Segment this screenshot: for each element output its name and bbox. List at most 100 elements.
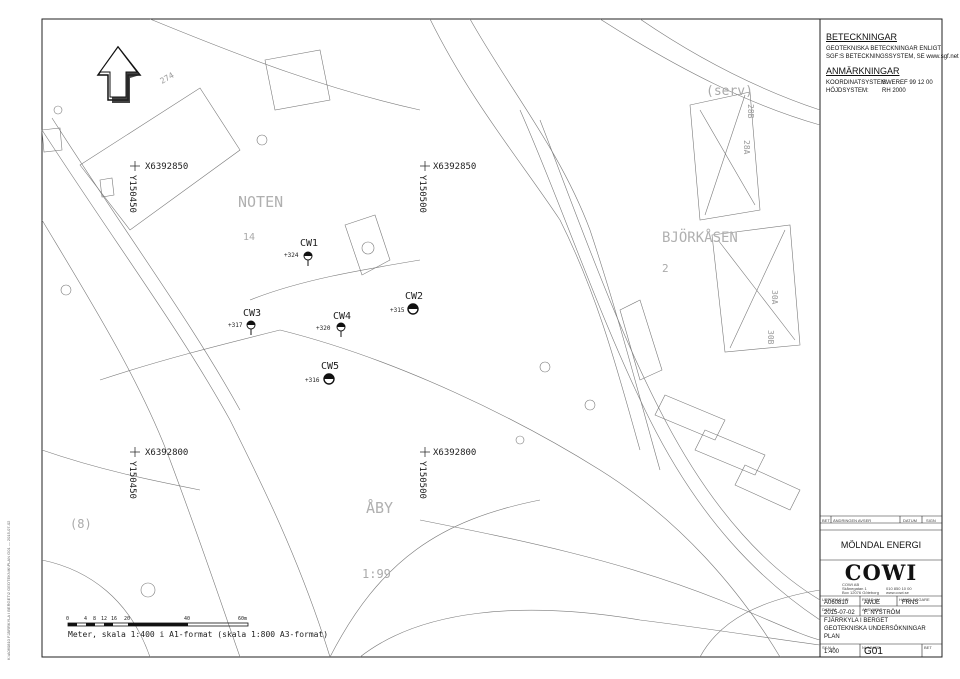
label-30a: 30A xyxy=(770,290,779,305)
building-28b[interactable] xyxy=(689,91,761,221)
company-contact: 010 850 10 00 xyxy=(886,586,912,591)
north-arrow-icon xyxy=(96,45,142,103)
roof-line xyxy=(699,109,756,206)
tree-symbol xyxy=(140,582,156,598)
datum-value: 2015-07-02 xyxy=(824,610,855,616)
legend-hojd-label: HÖJDSYSTEM: xyxy=(826,88,869,94)
building[interactable] xyxy=(344,214,391,276)
borehole-id: CW2 xyxy=(405,291,423,302)
ansvarig-value: F. NYSTRÖM xyxy=(864,610,901,616)
handl-value: FRNS xyxy=(902,600,919,606)
scale-bar: 0 4 8 12 16 20 40 60m Meter, skala 1:400… xyxy=(66,616,328,639)
borehole-id: CW5 xyxy=(321,361,339,372)
tree-symbol xyxy=(361,241,375,255)
borehole-cw2[interactable]: CW2 +315 xyxy=(390,291,423,315)
skala-value: 1:400 xyxy=(824,649,840,655)
borehole-level: +320 xyxy=(316,325,331,332)
legend-hojd-value: RH 2000 xyxy=(882,88,906,94)
grid-y-label: Y150450 xyxy=(127,175,137,213)
building[interactable] xyxy=(41,127,63,153)
grid-cross-4: X6392800 Y150500 xyxy=(417,447,476,499)
road-line xyxy=(639,18,821,111)
label-noten: NOTEN xyxy=(238,193,283,211)
cowi-logo: COWI xyxy=(844,560,918,585)
borehole-cw4[interactable]: CW4 +320 xyxy=(316,311,351,337)
road-line xyxy=(41,219,241,658)
property-line xyxy=(41,449,201,491)
label-2: 2 xyxy=(662,262,669,275)
tree-symbol xyxy=(53,105,63,115)
legend-beteckningar-line: SGF:S BETECKNINGSSYSTEM, SE www.sgf.net xyxy=(826,54,959,60)
grid-cross-1: X6392850 Y150450 xyxy=(127,161,188,213)
borehole-level: +324 xyxy=(284,252,299,259)
building[interactable] xyxy=(694,429,766,476)
project-line: PLAN xyxy=(824,634,840,640)
grid-y-label: Y150450 xyxy=(127,461,137,499)
path-line xyxy=(419,519,821,641)
borehole-id: CW3 xyxy=(243,308,261,319)
rev-header: BET xyxy=(822,518,830,523)
grid-x-label: X6392850 xyxy=(433,162,476,172)
road-line xyxy=(599,18,821,126)
path-line xyxy=(359,609,821,658)
label-8: (8) xyxy=(70,517,92,531)
borehole-cw3[interactable]: CW3 +317 xyxy=(228,308,261,335)
building[interactable] xyxy=(619,299,663,381)
label-bjorkasen: BJÖRKÅSEN xyxy=(662,228,738,246)
scale-tick: 8 xyxy=(93,616,96,622)
building[interactable] xyxy=(264,49,331,111)
legend-beteckningar-line: GEOTEKNISKA BETECKNINGAR ENLIGT xyxy=(826,46,942,52)
title-block-lines xyxy=(820,515,942,657)
legend-anmarkningar-title: ANMÄRKNINGAR xyxy=(826,66,900,76)
property-line xyxy=(149,18,421,111)
borehole-cw5[interactable]: CW5 +316 xyxy=(305,361,339,385)
scale-tick: 40 xyxy=(184,616,190,622)
borehole-level: +315 xyxy=(390,307,405,314)
company-line: Skånegatan 1 xyxy=(842,586,867,591)
legend-koord-label: KOORDINATSYSTEM: xyxy=(826,80,888,86)
borehole-level: +316 xyxy=(305,377,320,384)
roof-line xyxy=(729,229,786,349)
grid-y-label: Y150500 xyxy=(417,175,427,213)
scale-tick: 16 xyxy=(111,616,117,622)
label-30b: 30B xyxy=(766,330,775,345)
scale-tick: 0 xyxy=(66,616,69,622)
road-line xyxy=(469,18,661,471)
railway-line xyxy=(519,109,821,621)
label-aby: ÅBY xyxy=(366,498,393,517)
grid-y-label: Y150500 xyxy=(417,461,427,499)
grid-cross-2: X6392850 Y150500 xyxy=(417,161,476,213)
building[interactable] xyxy=(99,177,115,198)
building[interactable] xyxy=(654,394,726,441)
legend-beteckningar-title: BETECKNINGAR xyxy=(826,32,898,42)
building[interactable] xyxy=(734,464,801,511)
label-274: 274 xyxy=(159,71,176,86)
scale-tick: 60m xyxy=(238,616,247,622)
scale-caption: Meter, skala 1:400 i A1-format (skala 1:… xyxy=(68,630,328,639)
label-28b: 28B xyxy=(746,104,755,119)
building-30a[interactable] xyxy=(711,224,801,353)
property-line xyxy=(41,559,151,658)
borehole-cw1[interactable]: CW1 +324 xyxy=(284,238,318,266)
project-line: GEOTEKNISKA UNDERSÖKNINGAR xyxy=(824,626,926,632)
rev-header: SIGN xyxy=(926,518,936,523)
roof-line xyxy=(717,239,796,341)
datum-label: DATUM xyxy=(822,607,836,612)
tree-symbol xyxy=(539,361,551,373)
ansvarig-label: ANSVARIG xyxy=(862,607,883,612)
blad-label: BET xyxy=(924,645,932,650)
grid-x-label: X6392850 xyxy=(145,162,188,172)
scale-tick: 20 xyxy=(124,616,130,622)
contour-line xyxy=(99,329,281,381)
scale-tick: 4 xyxy=(84,616,87,622)
sheet-frame xyxy=(41,18,943,658)
building-274[interactable] xyxy=(79,87,241,231)
tree-symbol xyxy=(515,435,525,445)
uppdrag-value: A060810 xyxy=(824,600,849,606)
tree-symbol xyxy=(60,284,72,296)
handl-label: HANDLÄGGARE xyxy=(899,597,930,602)
path-line xyxy=(329,499,541,658)
borehole-id: CW1 xyxy=(300,238,318,249)
road-line xyxy=(41,129,331,658)
map-area[interactable] xyxy=(41,18,821,658)
